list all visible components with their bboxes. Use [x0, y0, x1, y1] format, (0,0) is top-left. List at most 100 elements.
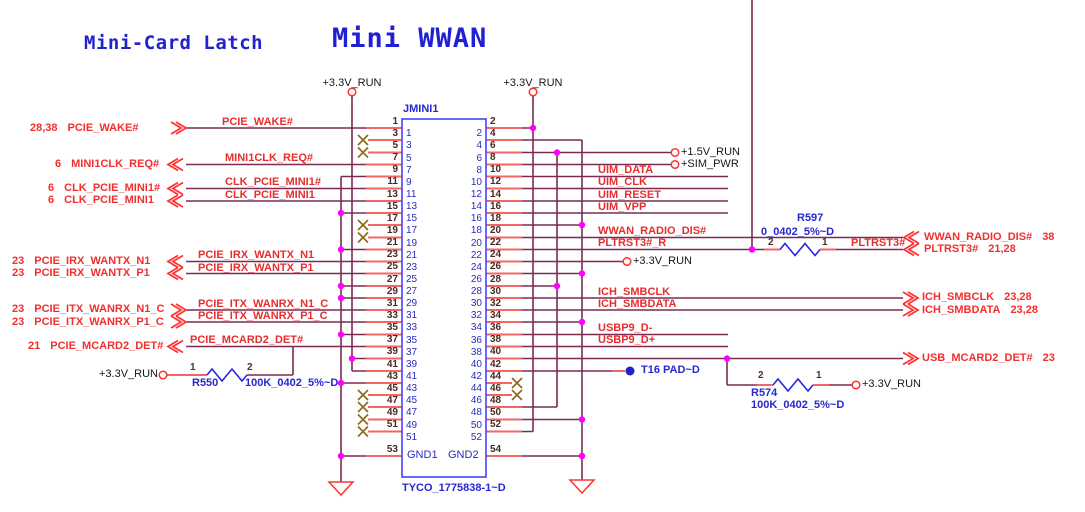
- left-port-pcie_itx_wanrx_p1_c-part1: 23: [12, 315, 25, 328]
- power-symbol-icon: [347, 87, 357, 97]
- pin-11-number-outside: 11: [387, 176, 398, 187]
- pin-18-number-outside: 18: [490, 212, 502, 224]
- power-label-3v3: +3.3V_RUN: [503, 77, 563, 89]
- power-symbol-icon: [851, 380, 861, 390]
- pin-33-number-inside: 33: [406, 322, 418, 333]
- right-port-ich_smbdata: ICH_SMBDATA 23,28: [922, 303, 1038, 316]
- net-label-pcie_irx_wantx_p1: PCIE_IRX_WANTX_P1: [198, 261, 314, 274]
- junction-dot: [578, 416, 586, 423]
- pin-42-number-outside: 42: [490, 358, 502, 370]
- pin-16-number-outside: 16: [490, 200, 502, 212]
- pin-28-number-inside: 28: [470, 286, 482, 297]
- pin-2-number-inside: 2: [476, 128, 482, 139]
- pin-8-number-inside: 8: [476, 164, 482, 176]
- junction-dot: [553, 282, 561, 290]
- right-port-pltrst3#-part2: 21,28: [988, 243, 1016, 255]
- resistor-R550-pin1: 1: [190, 361, 196, 373]
- pin-3-number-outside: 3: [392, 127, 398, 139]
- port-chevron-in: [902, 230, 915, 245]
- right-port-ich_smbdata-part2: 23,28: [1010, 303, 1038, 316]
- power-symbol-icon: [158, 370, 168, 380]
- pin-52-number-inside: 52: [470, 431, 482, 443]
- pin-26-number-outside: 26: [490, 261, 502, 272]
- right-port-ich_smbclk-part2: 23,28: [1004, 291, 1032, 303]
- port-chevron-out: [907, 291, 920, 305]
- pin-21-number-inside: 21: [406, 249, 418, 261]
- junction-dot: [337, 294, 345, 302]
- page-title-wwan: Mini WWAN: [332, 23, 488, 54]
- pin-1-number-outside: 1: [392, 115, 398, 127]
- resistor-R574-pin1: 1: [816, 370, 822, 381]
- net-label-pcie_mcard2_det#: PCIE_MCARD2_DET#: [190, 334, 304, 346]
- pin-4-number-inside: 4: [476, 140, 482, 151]
- pin-7-number-outside: 7: [392, 152, 398, 163]
- right-port-ich_smbdata-part1: ICH_SMBDATA: [922, 303, 1001, 316]
- test-point-pad-icon: [625, 366, 635, 376]
- junction-dot: [553, 149, 561, 156]
- net-label-clk_pcie_mini1: CLK_PCIE_MINI1: [225, 188, 315, 201]
- power-label-3v3: +3.3V_RUN: [633, 254, 693, 267]
- pin-44-number-outside: 44: [490, 370, 502, 382]
- pin-41-number-outside: 41: [386, 358, 398, 370]
- pin-3-number-inside: 3: [406, 140, 412, 151]
- net-label-mini1clk_req#: MINI1CLK_REQ#: [225, 152, 314, 164]
- port-chevron-out: [170, 315, 183, 329]
- connector-gnd1-label: GND1: [407, 449, 438, 461]
- pin-25-number-outside: 25: [386, 261, 398, 272]
- left-port-pcie_itx_wanrx_n1_c-part1: 23: [12, 303, 25, 315]
- no-connect-x-pin-3: [357, 134, 369, 146]
- pin-5-number-outside: 5: [392, 140, 398, 151]
- net-label-pcie_itx_wanrx_n1_c: PCIE_ITX_WANRX_N1_C: [198, 297, 329, 310]
- pin-26-number-inside: 26: [470, 273, 482, 285]
- port-chevron-in: [171, 181, 184, 196]
- net-label-ich_smbdata: ICH_SMBDATA: [598, 298, 677, 310]
- no-connect-x-pin-51: [357, 425, 369, 438]
- power-label-1v5: +1.5V_RUN: [681, 145, 741, 158]
- pin-42-number-inside: 42: [470, 371, 482, 382]
- pin-49-number-outside: 49: [386, 407, 398, 418]
- right-port-pltrst3#-part1: PLTRST3#: [924, 243, 979, 255]
- pin-23-number-outside: 23: [386, 249, 398, 260]
- junction-dot: [337, 379, 345, 387]
- pin-40-number-outside: 40: [490, 346, 502, 357]
- pin-4-number-outside: 4: [490, 127, 496, 139]
- port-chevron-out: [175, 121, 188, 135]
- pin-34-number-inside: 34: [470, 322, 482, 333]
- port-chevron-out: [902, 303, 915, 317]
- left-port-clk_pcie_mini1#-part2: CLK_PCIE_MINI1#: [64, 181, 161, 194]
- junction-dot: [578, 318, 586, 326]
- pin-36-number-inside: 36: [470, 334, 482, 346]
- connector-gnd2-label: GND2: [448, 449, 479, 461]
- pin-33-number-outside: 33: [386, 309, 398, 321]
- pin-43-number-inside: 43: [406, 383, 418, 394]
- junction-dot: [337, 209, 345, 217]
- pin-45-number-outside: 45: [386, 382, 398, 394]
- connector-part-number: TYCO_1775838-1~D: [402, 482, 506, 494]
- pin-37-number-outside: 37: [386, 334, 398, 345]
- pin-28-number-outside: 28: [490, 273, 502, 285]
- pin-29-number-inside: 29: [406, 298, 418, 309]
- pin-17-number-outside: 17: [386, 212, 398, 224]
- right-port-usb_mcard2_det#: USB_MCARD2_DET#23: [922, 353, 1055, 364]
- junction-dot: [337, 331, 345, 338]
- power-symbol-icon: [670, 159, 680, 170]
- net-label-pcie_irx_wantx_n1: PCIE_IRX_WANTX_N1: [198, 249, 315, 261]
- port-chevron-in: [166, 194, 179, 208]
- pin-48-number-outside: 48: [490, 394, 502, 406]
- no-connect-x-pin-5: [357, 146, 369, 159]
- net-label-pltrst3#: PLTRST3#: [851, 237, 906, 249]
- resistor-R597-pin2: 2: [768, 237, 774, 248]
- page-title-latch: Mini-Card Latch: [84, 32, 264, 54]
- no-connect-x-pin-44: [511, 377, 523, 389]
- pin-27-number-inside: 27: [406, 286, 418, 297]
- junction-dot: [529, 124, 537, 132]
- port-chevron-in: [166, 157, 179, 172]
- resistor-R574-body: [772, 377, 814, 393]
- left-port-pcie_wake#-part1: 28,38: [30, 121, 58, 134]
- pin-31-number-outside: 31: [386, 297, 398, 309]
